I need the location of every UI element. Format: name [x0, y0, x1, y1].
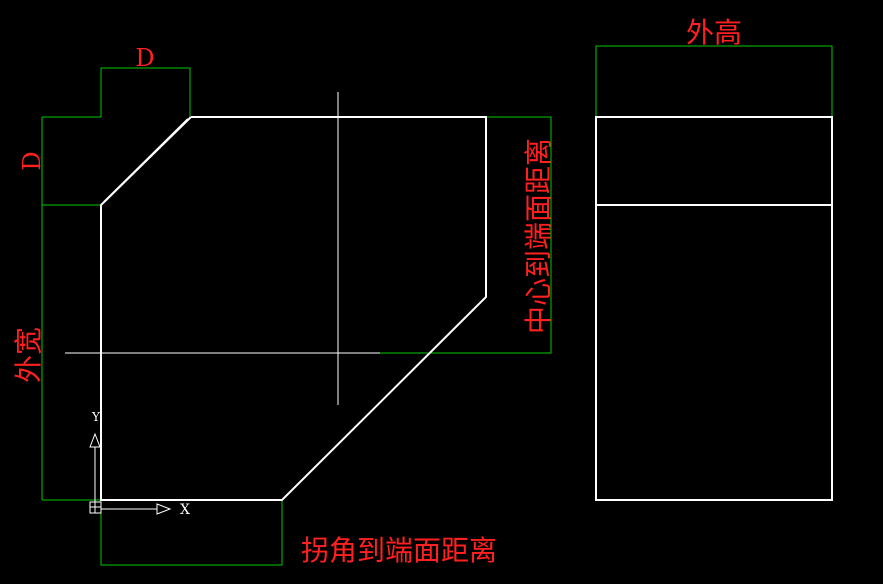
label-d-top[interactable]: D [135, 44, 154, 72]
dim-corner-to-end-box[interactable] [100, 500, 283, 566]
label-center-to-end[interactable]: 中心到端面距离 [522, 138, 555, 334]
chamfer-double-line[interactable] [103, 118, 189, 203]
label-corner-to-end[interactable]: 拐角到端面距离 [301, 534, 497, 567]
label-outer-height[interactable]: 外高 [686, 16, 742, 49]
dimension-lines [41, 45, 833, 566]
part-outline-side[interactable] [595, 116, 833, 501]
dim-center-to-end-box[interactable] [380, 116, 552, 354]
ucs-y-arrow [89, 432, 101, 448]
part-outline-plan[interactable] [100, 116, 487, 501]
label-outer-width[interactable]: 外宽 [12, 327, 45, 383]
side-view [595, 116, 833, 501]
label-d-left[interactable]: D [18, 151, 46, 170]
dim-d-top-box[interactable] [100, 67, 191, 117]
ucs-x-arrow [156, 503, 172, 515]
dim-outer-height-box[interactable] [595, 45, 833, 117]
dimension-labels: D D 外宽 中心到端面距离 拐角到端面距离 外高 [12, 16, 742, 567]
ucs-icon [89, 432, 172, 515]
ucs-y-label: Y [91, 410, 101, 424]
ucs-x-label: X [180, 502, 190, 518]
plan-view [65, 92, 487, 501]
